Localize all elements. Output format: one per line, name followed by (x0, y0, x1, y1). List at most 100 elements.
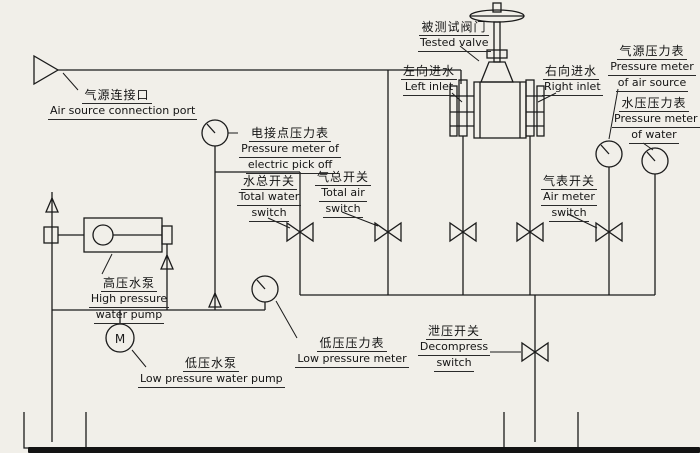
leader-air-source-port (62, 72, 79, 91)
label-right-inlet: 右向进水 Right inlet (542, 64, 603, 96)
right-tank (503, 412, 579, 449)
electric-pickoff-gauge (201, 119, 229, 147)
scan-edge-artifact (28, 447, 700, 453)
gauge-line-check-valve (208, 291, 222, 308)
leader-air-source-meter (608, 88, 619, 140)
air-meter-switch-zh: 气表开关 (540, 174, 597, 190)
right-flange-outer (536, 85, 545, 137)
label-high-pressure-pump: 高压水泵 High pressure water pump (84, 276, 174, 324)
air-source-port-en: Air source connection port (48, 104, 198, 120)
air-meter-switch-valve (595, 221, 623, 243)
total-water-switch-zh: 水总开关 (240, 174, 297, 190)
electric-meter-en2: electric pick off (245, 158, 335, 174)
leader-lp-meter (275, 300, 298, 339)
left-tank (23, 412, 87, 449)
valve-body (473, 81, 527, 139)
motor-symbol: M (105, 323, 135, 353)
leader-hp-pump (101, 253, 113, 275)
tested-valve-symbol (449, 2, 545, 139)
pump-piston (92, 224, 114, 246)
label-decompress-switch: 泄压开关 Decompress switch (416, 324, 492, 372)
air-source-meter-en1: Pressure meter (608, 60, 696, 76)
valve-stem (493, 21, 501, 63)
decompress-en1: Decompress (417, 340, 491, 356)
label-air-source-meter: 气源压力表 Pressure meter of air source (608, 44, 696, 92)
water-meter-zh: 水压压力表 (619, 96, 689, 112)
leader-right-inlet (537, 92, 557, 103)
leader-total-air-switch (341, 211, 379, 227)
total-air-switch-valve (374, 221, 402, 243)
water-pressure-gauge (641, 147, 669, 175)
hp-pump-zh: 高压水泵 (100, 276, 157, 292)
label-air-source-port: 气源连接口 Air source connection port (48, 88, 198, 120)
total-air-switch-en2: switch (323, 202, 363, 218)
air-source-port-zh: 气源连接口 (82, 88, 152, 104)
total-air-switch-zh: 气总开关 (314, 170, 371, 186)
leader-lp-pump (131, 349, 147, 368)
stem-nut (492, 2, 502, 13)
hp-pump-en1: High pressure (88, 292, 170, 308)
water-meter-en1: Pressure meter (612, 112, 700, 128)
air-meter-switch-en2: switch (549, 206, 589, 222)
left-inlet-zh: 左向进水 (400, 64, 457, 80)
gland (486, 49, 508, 59)
piping-lines (51, 69, 656, 442)
water-tanks (23, 412, 579, 449)
total-air-switch-en1: Total air (319, 186, 367, 202)
total-water-switch-valve (286, 221, 314, 243)
label-low-pressure-pump: 低压水泵 Low pressure water pump (138, 356, 285, 388)
lp-meter-zh: 低压压力表 (317, 336, 387, 352)
water-meter-en2: of water (629, 128, 679, 144)
right-inlet-valve (516, 221, 544, 243)
air-meter-switch-en1: Air meter (541, 190, 597, 206)
air-source-gauge (595, 140, 623, 168)
label-air-meter-switch: 气表开关 Air meter switch (538, 174, 600, 222)
flange-bolts (450, 95, 544, 127)
electric-meter-en1: Pressure meter of (239, 142, 341, 158)
inlet-fitting (43, 226, 59, 244)
lp-pump-zh: 低压水泵 (182, 356, 239, 372)
pressure-gauges (201, 119, 669, 303)
right-inlet-zh: 右向进水 (542, 64, 599, 80)
left-inlet-en: Left inlet (402, 80, 456, 96)
air-source-meter-zh: 气源压力表 (617, 44, 687, 60)
discharge-check-valve (160, 253, 174, 270)
left-flange-inner (458, 79, 468, 137)
label-left-inlet: 左向进水 Left inlet (400, 64, 458, 96)
label-electric-meter: 电接点压力表 Pressure meter of electric pick o… (236, 126, 344, 174)
label-tested-valve: 被测试阀门 Tested valve (418, 20, 491, 52)
lp-meter-en: Low pressure meter (295, 352, 409, 368)
label-total-water-switch: 水总开关 Total water switch (236, 174, 302, 222)
electric-meter-zh: 电接点压力表 (248, 126, 331, 142)
bonnet (480, 61, 514, 83)
motor-letter: M (115, 332, 125, 346)
label-water-meter: 水压压力表 Pressure meter of water (612, 96, 700, 144)
right-flange-inner (525, 79, 535, 137)
label-low-pressure-meter: 低压压力表 Low pressure meter (294, 336, 410, 368)
air-supply-line (58, 69, 462, 84)
right-inlet-en: Right inlet (542, 80, 603, 96)
tested-valve-zh: 被测试阀门 (419, 20, 489, 36)
decompress-en2: switch (434, 356, 474, 372)
tested-valve-en: Tested valve (418, 36, 491, 52)
left-flange-outer (449, 85, 458, 137)
hp-pump-en2: water pump (93, 308, 165, 324)
leader-total-water-switch (267, 217, 291, 229)
leader-tested-valve (459, 45, 480, 62)
high-pressure-pump-symbol (43, 217, 173, 253)
check-valves (45, 196, 222, 308)
pump-end-cap (161, 225, 173, 245)
suction-check-valve (45, 196, 59, 213)
total-water-switch-en1: Total water (236, 190, 302, 206)
decompress-switch-valve (521, 341, 549, 363)
air-source-symbol (33, 54, 60, 86)
low-pressure-gauge (251, 275, 279, 303)
air-source-meter-en2: of air source (615, 76, 689, 92)
valve-symbols (286, 221, 623, 363)
lp-pump-en: Low pressure water pump (138, 372, 285, 388)
valve-body-faces (479, 82, 521, 138)
decompress-zh: 泄压开关 (425, 324, 482, 340)
left-inlet-valve (449, 221, 477, 243)
